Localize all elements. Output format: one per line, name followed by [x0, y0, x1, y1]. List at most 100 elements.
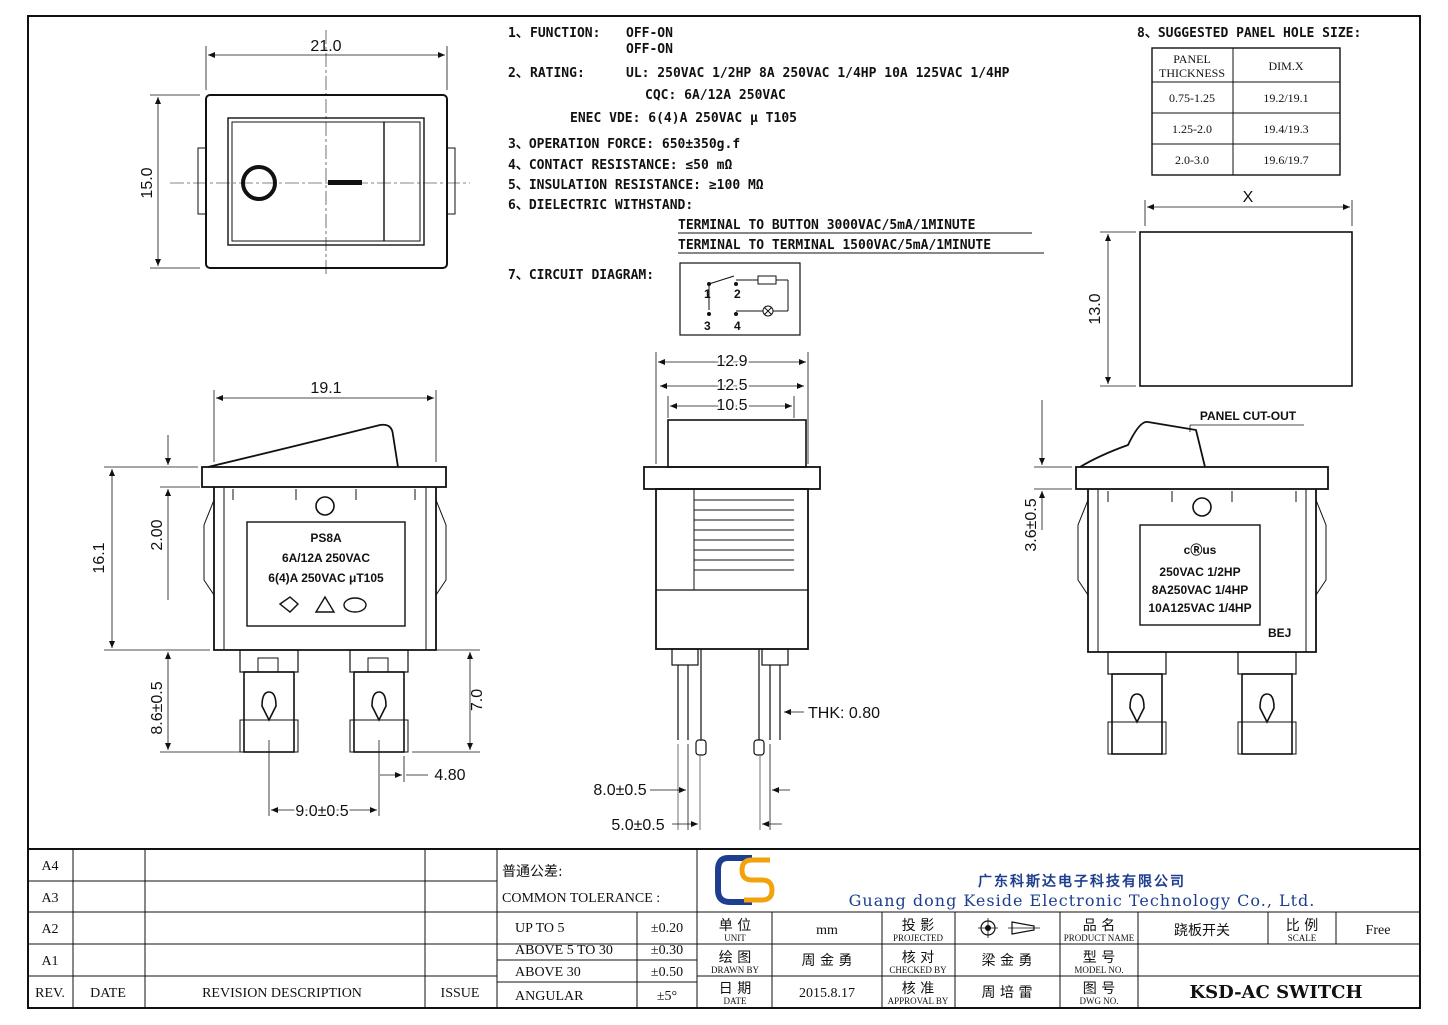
drawn-by-en: DRAWN BY — [711, 965, 760, 975]
sheet-border — [27, 15, 1421, 1009]
front-label-line3: 6(4)A 250VAC μT105 — [268, 571, 384, 585]
rev-row-label: A3 — [41, 891, 58, 906]
spec-rating-num: 2、 — [508, 66, 529, 81]
spec-dielectric-label: 6、DIELECTRIC WITHSTAND: — [508, 198, 693, 213]
panel-hole-cell: 0.75-1.25 — [1169, 91, 1215, 105]
rear-label-plate — [1139, 524, 1261, 626]
company-logo-icon — [715, 855, 775, 905]
checked-by-value: 梁 金 勇 — [982, 953, 1033, 969]
rev-row-label: A1 — [41, 954, 58, 969]
spec-rating-enec: ENEC VDE: 6(4)A 250VAC μ T105 — [570, 111, 797, 126]
model-no-en: MODEL NO. — [1074, 965, 1123, 975]
drawn-by-value: 周 金 勇 — [802, 953, 853, 969]
top-view: 21.0 15.0 — [139, 30, 470, 276]
rear-dim-label: 3.6±0.5 — [1023, 498, 1040, 551]
panel-hole-cell: 19.6/19.7 — [1263, 153, 1308, 167]
projection-en: PROJECTED — [893, 933, 944, 943]
rev-row-label: A4 — [41, 859, 58, 874]
ul-mark-icon: cⓇus — [1184, 542, 1217, 557]
company-name-cn: 广东科斯达电子科技有限公司 — [978, 873, 1186, 890]
dwg-no-value: KSD-AC SWITCH — [1190, 982, 1363, 1003]
tolerance-range: ABOVE 5 TO 30 — [515, 943, 613, 958]
company-name-en: Guang dong Keside Electronic Technology … — [849, 891, 1316, 910]
spec-function-value-1: OFF-ON — [626, 26, 673, 41]
approval-by-value: 周 培 雷 — [982, 985, 1033, 1001]
date-en: DATE — [724, 996, 747, 1006]
product-name-value: 跷板开关 — [1174, 922, 1230, 939]
front-terminal-length-label: 7.0 — [469, 689, 486, 711]
panel-hole-table: 8、SUGGESTED PANEL HOLE SIZE: PANEL THICK… — [1137, 26, 1361, 176]
rear-view: PANEL CUT-OUT cⓇus 250VAC 1/2HP 8A250VAC… — [1023, 400, 1329, 755]
spec-rating-cqc: CQC: 6A/12A 250VAC — [645, 88, 786, 103]
front-terminal-height-label: 8.6±0.5 — [149, 681, 166, 734]
scale-cn: 比 例 — [1286, 918, 1318, 934]
scale-value: Free — [1366, 923, 1391, 938]
front-pitch-label: 9.0±0.5 — [295, 803, 348, 820]
cutout-height-label: 13.0 — [1087, 293, 1104, 324]
tolerance-range: ABOVE 30 — [515, 965, 581, 980]
circuit-pin-3: 3 — [704, 319, 711, 333]
date-value: 2015.8.17 — [799, 986, 855, 1001]
side-dim-1-label: 8.0±0.5 — [593, 782, 646, 799]
panel-cutout-label: PANEL CUT-OUT — [1200, 409, 1297, 423]
checked-by-cn: 核 对 — [902, 950, 934, 966]
front-width-label: 19.1 — [310, 380, 341, 397]
circuit-diagram: 1 2 3 4 — [679, 262, 801, 336]
top-width-label: 21.0 — [310, 38, 341, 55]
tolerance-range: UP TO 5 — [515, 921, 565, 936]
circuit-pin-4: 4 — [734, 319, 741, 333]
tolerance-range: ANGULAR — [515, 989, 584, 1004]
panel-hole-cell: 1.25-2.0 — [1172, 122, 1212, 136]
spec-function-value-2: OFF-ON — [626, 42, 673, 57]
scale-en: SCALE — [1288, 933, 1317, 943]
side-width-1-label: 12.9 — [716, 353, 747, 370]
spec-function-label: 1、 — [508, 26, 529, 41]
panel-cutout-view: X 13.0 — [1087, 189, 1353, 387]
rear-label-line4: 10A125VAC 1/4HP — [1148, 601, 1251, 615]
approval-by-en: APPROVAL BY — [888, 996, 949, 1006]
front-label-line2: 6A/12A 250VAC — [282, 551, 370, 565]
spec-dielectric-line2: TERMINAL TO TERMINAL 1500VAC/5mA/1MINUTE — [678, 238, 991, 253]
unit-value: mm — [816, 923, 838, 938]
spec-operation-force: 3、OPERATION FORCE: 650±350g.f — [508, 137, 740, 152]
spec-list: 1、 FUNCTION: OFF-ON OFF-ON 2、 RATING: UL… — [508, 26, 1044, 283]
spec-insulation-resistance: 5、INSULATION RESISTANCE: ≥100 MΩ — [508, 178, 764, 193]
model-no-cn: 型 号 — [1083, 950, 1115, 966]
front-height-label: 16.1 — [91, 542, 108, 573]
top-height-label: 15.0 — [139, 167, 156, 198]
front-view: PS8A 6A/12A 250VAC 6(4)A 250VAC μT105 19… — [91, 380, 486, 822]
tolerance-value: ±0.50 — [651, 965, 683, 980]
rev-row-label: A2 — [41, 922, 58, 937]
product-name-cn: 品 名 — [1083, 918, 1115, 934]
rev-header-date: DATE — [90, 986, 126, 1001]
drawn-by-cn: 绘 图 — [719, 950, 751, 966]
checked-by-en: CHECKED BY — [889, 965, 947, 975]
rev-header-issue: ISSUE — [441, 986, 480, 1001]
date-cn: 日 期 — [719, 981, 751, 997]
spec-rating-ul: UL: 250VAC 1/2HP 8A 250VAC 1/4HP 10A 125… — [626, 66, 1010, 81]
side-width-2-label: 12.5 — [716, 377, 747, 394]
side-dim-2-label: 5.0±0.5 — [611, 817, 664, 834]
unit-cn: 单 位 — [719, 918, 751, 934]
spec-rating-label: RATING: — [530, 66, 585, 81]
unit-en: UNIT — [724, 933, 746, 943]
panel-hole-cell: 19.4/19.3 — [1263, 122, 1308, 136]
panel-hole-header-1a: PANEL — [1173, 52, 1211, 66]
cutout-x-label: X — [1243, 189, 1254, 206]
rear-mark-label: BEJ — [1268, 626, 1291, 640]
approval-by-cn: 核 准 — [902, 981, 934, 997]
spec-circuit-label: 7、CIRCUIT DIAGRAM: — [508, 268, 654, 283]
panel-hole-cell: 2.0-3.0 — [1175, 153, 1209, 167]
spec-dielectric-line1: TERMINAL TO BUTTON 3000VAC/5mA/1MINUTE — [678, 218, 975, 233]
spec-contact-resistance: 4、CONTACT RESISTANCE: ≤50 mΩ — [508, 158, 732, 173]
tolerance-title-en: COMMON TOLERANCE : — [502, 891, 660, 906]
side-width-3-label: 10.5 — [716, 397, 747, 414]
projection-symbol-icon — [978, 918, 1040, 938]
tolerance-value: ±5° — [657, 989, 677, 1004]
rear-label-line2: 250VAC 1/2HP — [1159, 565, 1240, 579]
certification-marks-icon — [278, 595, 367, 613]
panel-hole-header-2: DIM.X — [1269, 59, 1304, 73]
side-thickness-label: THK: 0.80 — [808, 705, 880, 722]
product-name-en: PRODUCT NAME — [1064, 933, 1135, 943]
panel-hole-title: 8、SUGGESTED PANEL HOLE SIZE: — [1137, 26, 1361, 41]
